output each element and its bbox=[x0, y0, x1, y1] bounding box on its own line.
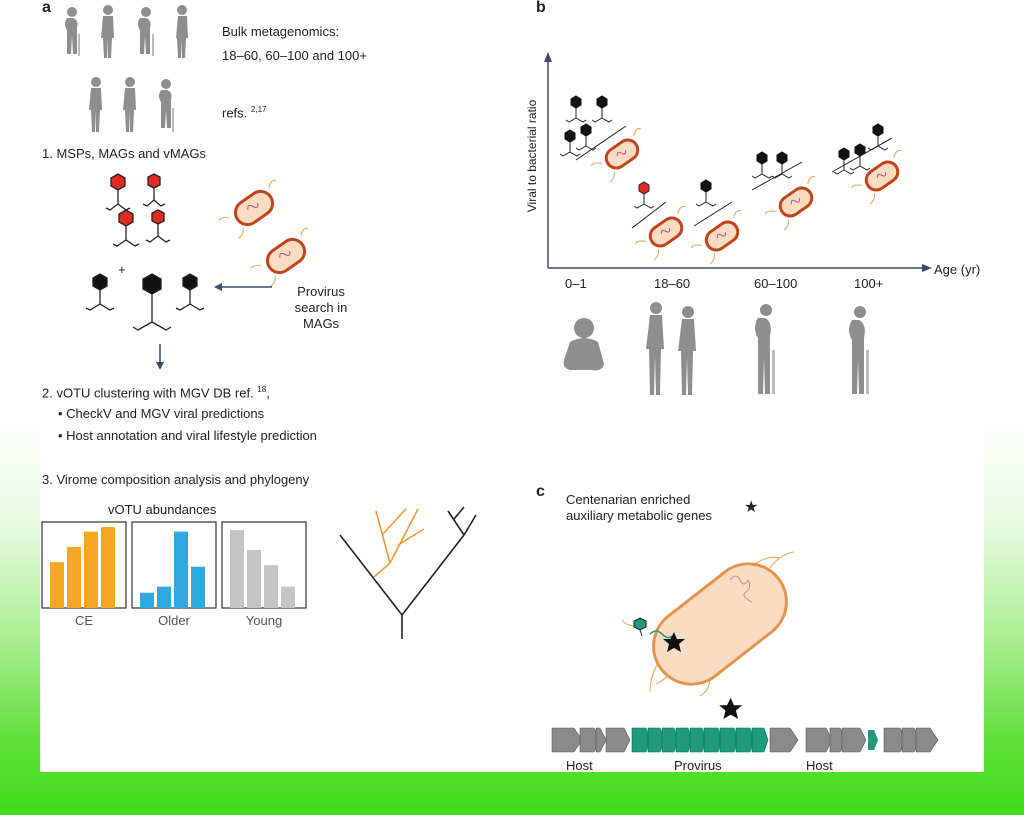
bar-young-3 bbox=[264, 565, 278, 608]
provirus-line-1: Provirus bbox=[297, 284, 345, 299]
bacteria-illustration bbox=[218, 179, 309, 287]
bar-ce-4 bbox=[101, 527, 115, 608]
bulk-metagenomics-title: Bulk metagenomics: bbox=[222, 24, 340, 39]
provirus-line-3: MAGs bbox=[302, 316, 340, 331]
bar-ce-3 bbox=[84, 531, 98, 608]
bar-older-1 bbox=[140, 592, 154, 608]
panel-b-phage-bacteria-groups bbox=[559, 95, 918, 269]
age-tick-18-60: 18–60 bbox=[654, 276, 691, 291]
provirus-arrow bbox=[214, 283, 272, 291]
step-2-superscript: 18 bbox=[257, 385, 267, 394]
genome-label-host-right: Host bbox=[806, 758, 833, 773]
bar-ce-1 bbox=[50, 562, 64, 608]
phages-red-illustration bbox=[105, 173, 171, 247]
bar-older-4 bbox=[191, 566, 205, 608]
bar-group-label-older: Older bbox=[158, 613, 190, 628]
refs-text: refs. bbox=[222, 105, 248, 121]
down-arrow bbox=[156, 344, 164, 370]
step-2-text: 2. vOTU clustering with MGV DB ref. 18, bbox=[42, 382, 270, 401]
phages-black-illustration bbox=[85, 273, 205, 331]
panel-b-label: b bbox=[536, 0, 546, 16]
genome-map bbox=[551, 697, 939, 753]
age-group-figures-illustration bbox=[563, 302, 869, 395]
bulk-age-groups: 18–60, 60–100 and 100+ bbox=[222, 48, 367, 63]
step-1-text: 1. MSPs, MAGs and vMAGs bbox=[42, 146, 206, 161]
bar-young-2 bbox=[247, 549, 261, 608]
step-2-label: 2. vOTU clustering with MGV DB ref. bbox=[42, 385, 254, 401]
bar-group-label-young: Young bbox=[246, 613, 282, 628]
bar-group-label-ce: CE bbox=[75, 613, 93, 628]
panel-b-axes bbox=[544, 52, 932, 272]
panel-b-xlabel: Age (yr) bbox=[934, 262, 981, 277]
genome-label-provirus: Provirus bbox=[674, 758, 722, 773]
bar-young-1 bbox=[230, 530, 244, 608]
plus-sign: + bbox=[118, 262, 126, 277]
genome-label-host-left: Host bbox=[566, 758, 593, 773]
figure-panel bbox=[40, 0, 984, 772]
panel-c-label: c bbox=[536, 483, 545, 500]
bar-young-4 bbox=[281, 586, 295, 608]
abundance-title: vOTU abundances bbox=[108, 502, 217, 517]
legend-star-icon: ★ bbox=[744, 499, 759, 516]
legend-line-1: Centenarian enriched bbox=[566, 492, 691, 507]
refs-citation: refs. 2,17 bbox=[222, 102, 267, 121]
step-2-suffix: , bbox=[266, 385, 270, 401]
age-tick-0-1: 0–1 bbox=[565, 276, 587, 291]
bar-older-3 bbox=[174, 531, 188, 608]
bullet-host-annotation: • Host annotation and viral lifestyle pr… bbox=[58, 428, 317, 443]
panel-b-ylabel: Viral to bacterial ratio bbox=[525, 99, 539, 213]
bullet-checkv: • CheckV and MGV viral predictions bbox=[58, 406, 265, 421]
phylogenetic-tree bbox=[339, 506, 477, 639]
age-tick-60-100: 60–100 bbox=[754, 276, 798, 291]
panel-a-label: a bbox=[42, 0, 51, 16]
votu-abundance-charts: CE Older Young bbox=[41, 521, 307, 628]
host-cell-illustration bbox=[621, 551, 795, 697]
step-3-text: 3. Virome composition analysis and phylo… bbox=[42, 472, 310, 487]
elderly-figures-illustration bbox=[65, 5, 188, 132]
refs-superscript: 2,17 bbox=[250, 105, 267, 114]
bar-ce-2 bbox=[67, 546, 81, 608]
provirus-line-2: search in bbox=[294, 300, 348, 315]
bar-older-2 bbox=[157, 586, 171, 608]
legend-line-2: auxiliary metabolic genes bbox=[566, 508, 712, 523]
age-tick-100-plus: 100+ bbox=[854, 276, 884, 291]
